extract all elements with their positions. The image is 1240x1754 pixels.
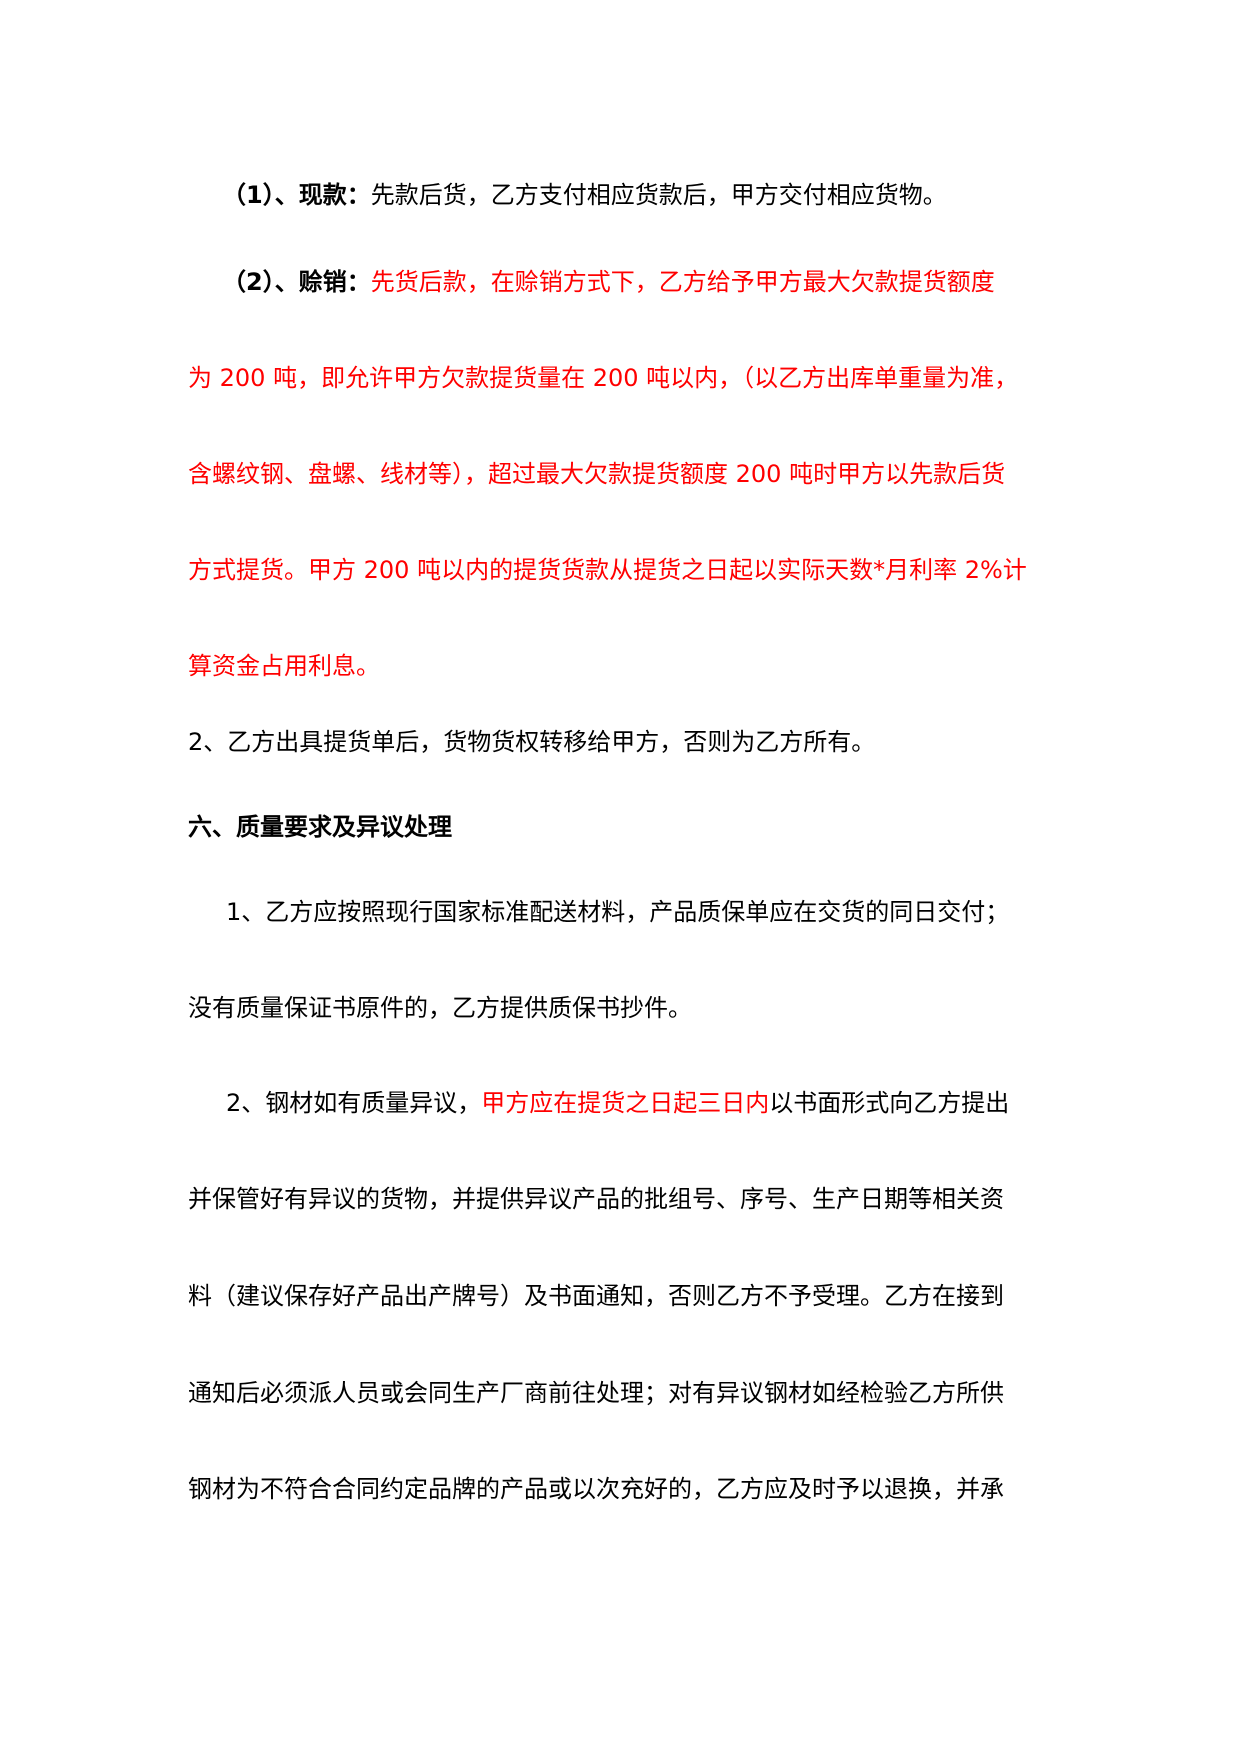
paragraph-quality-dispute-line: 通知后必须派人员或会同生产厂商前往处理；对有异议钢材如经检验乙方所供 [188, 1379, 1004, 1407]
item-credit-text-line: 先货后款，在赊销方式下，乙方给予甲方最大欠款提货额度 [370, 268, 995, 296]
item-credit-text-line: 方式提货。甲方 200 吨以内的提货货款从提货之日起以实际天数*月利率 2%计 [188, 556, 1027, 584]
item-credit-sale: （2）、赊销：先货后款，在赊销方式下，乙方给予甲方最大欠款提货额度 [0, 262, 1240, 302]
paragraph-quality-dispute: 2、钢材如有质量异议，甲方应在提货之日起三日内以书面形式向乙方提出 [0, 1083, 1240, 1123]
paragraph-quality-dispute-line: 料（建议保存好产品出产牌号）及书面通知，否则乙方不予受理。乙方在接到 [188, 1282, 1004, 1310]
item-credit-text-line: 为 200 吨，即允许甲方欠款提货量在 200 吨以内，（以乙方出库单重量为准， [188, 364, 1019, 392]
item-cash-payment: （1）、现款：先款后货，乙方支付相应货款后，甲方交付相应货物。 [0, 175, 1240, 215]
item-cash-label: （1）、现款： [222, 181, 371, 209]
dispute-prefix: 2、钢材如有质量异议， [226, 1089, 482, 1117]
item-credit-label: （2）、赊销： [222, 268, 371, 296]
dispute-deadline-highlight: 甲方应在提货之日起三日内 [481, 1089, 770, 1117]
paragraph-quality-standard-cont: 没有质量保证书原件的，乙方提供质保书抄件。 [188, 994, 692, 1022]
dispute-suffix: 以书面形式向乙方提出 [769, 1089, 1010, 1117]
paragraph-quality-dispute-line: 并保管好有异议的货物，并提供异议产品的批组号、序号、生产日期等相关资 [188, 1185, 1004, 1213]
item-cash-text: 先款后货，乙方支付相应货款后，甲方交付相应货物。 [370, 181, 947, 209]
item-credit-text-line: 算资金占用利息。 [188, 652, 380, 680]
section-heading-quality: 六、质量要求及异议处理 [188, 813, 452, 841]
paragraph-quality-dispute-line: 钢材为不符合合同约定品牌的产品或以次充好的，乙方应及时予以退换，并承 [188, 1475, 1004, 1503]
paragraph-quality-standard: 1、乙方应按照现行国家标准配送材料，产品质保单应在交货的同日交付； [226, 898, 1010, 926]
paragraph-ownership-transfer: 2、乙方出具提货单后，货物货权转移给甲方，否则为乙方所有。 [188, 728, 876, 756]
item-credit-text-line: 含螺纹钢、盘螺、线材等），超过最大欠款提货额度 200 吨时甲方以先款后货 [188, 460, 1006, 488]
